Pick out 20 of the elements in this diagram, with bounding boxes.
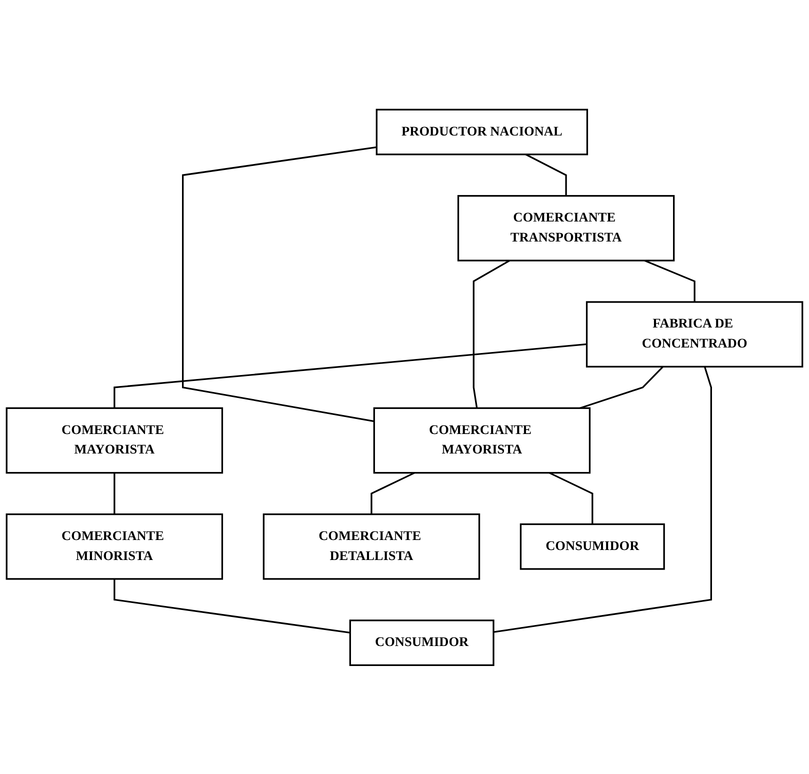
node-box xyxy=(586,300,804,368)
node-box xyxy=(6,406,224,474)
node-box xyxy=(262,513,480,580)
connector xyxy=(114,578,350,634)
node-box xyxy=(373,406,591,474)
connector xyxy=(114,342,587,408)
connector xyxy=(580,366,664,409)
node-box xyxy=(6,513,224,580)
flowchart: PRODUCTOR NACIONAL COMERCIANTE TRANSPORTISTA FABRICA DE CONCENTRADO COMERCIANTE MAYORISTA COMERCIANTE MAYORISTA COMERCIANTE MINORISTA COMERCIANTE DETALLISTA CONSUMIDOR CONSUMIDOR xyxy=(0,102,809,672)
node-box xyxy=(349,619,494,666)
connector xyxy=(644,259,696,302)
connector xyxy=(525,153,567,196)
node-box xyxy=(457,194,675,261)
node-box xyxy=(376,108,588,155)
connector xyxy=(493,366,712,633)
connector xyxy=(370,472,415,514)
connector xyxy=(182,146,377,422)
node-box xyxy=(520,522,665,570)
connector xyxy=(114,472,116,514)
connector xyxy=(472,259,510,408)
